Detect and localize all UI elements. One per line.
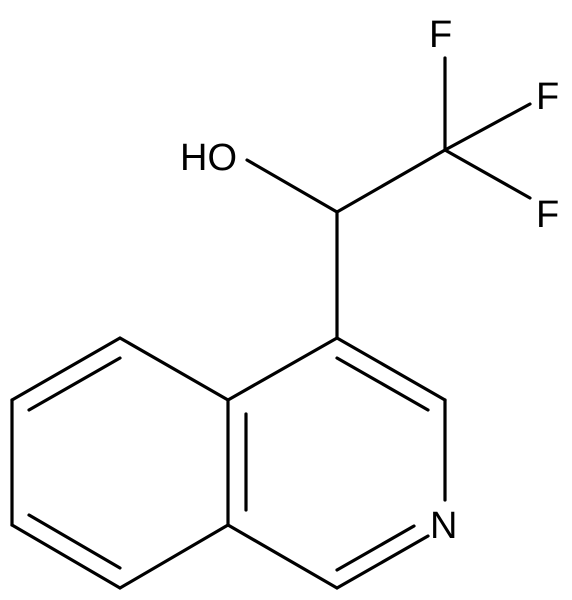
nitrogen-label: N <box>430 505 457 547</box>
fluorine-top-label: F <box>429 14 452 56</box>
bond-c4a-c4 <box>226 336 339 402</box>
bond-c4-c3 <box>335 336 447 402</box>
bond-c-f-right <box>443 102 532 152</box>
bond-c-cf3 <box>335 148 447 214</box>
bond-c7-c8-inner <box>27 513 122 570</box>
bond-n-c1-inner <box>335 524 416 572</box>
fluorine-right-label: F <box>536 76 559 118</box>
bond-c-f-bottom <box>443 148 532 200</box>
bond-n-c1 <box>335 534 430 590</box>
hydroxyl-label: HO <box>180 137 237 179</box>
bond-c8-c8a <box>118 523 230 590</box>
bond-o-c <box>245 158 339 214</box>
bond-c5-c6-inner <box>27 356 122 412</box>
fluorine-bottom-label: F <box>536 194 559 236</box>
bond-c1-c8a <box>226 523 339 590</box>
bond-c7-c8 <box>10 523 122 590</box>
bond-c4-c3-inner <box>335 356 430 412</box>
bond-c5-c6 <box>10 336 122 402</box>
bond-c4a-c5 <box>118 336 230 402</box>
